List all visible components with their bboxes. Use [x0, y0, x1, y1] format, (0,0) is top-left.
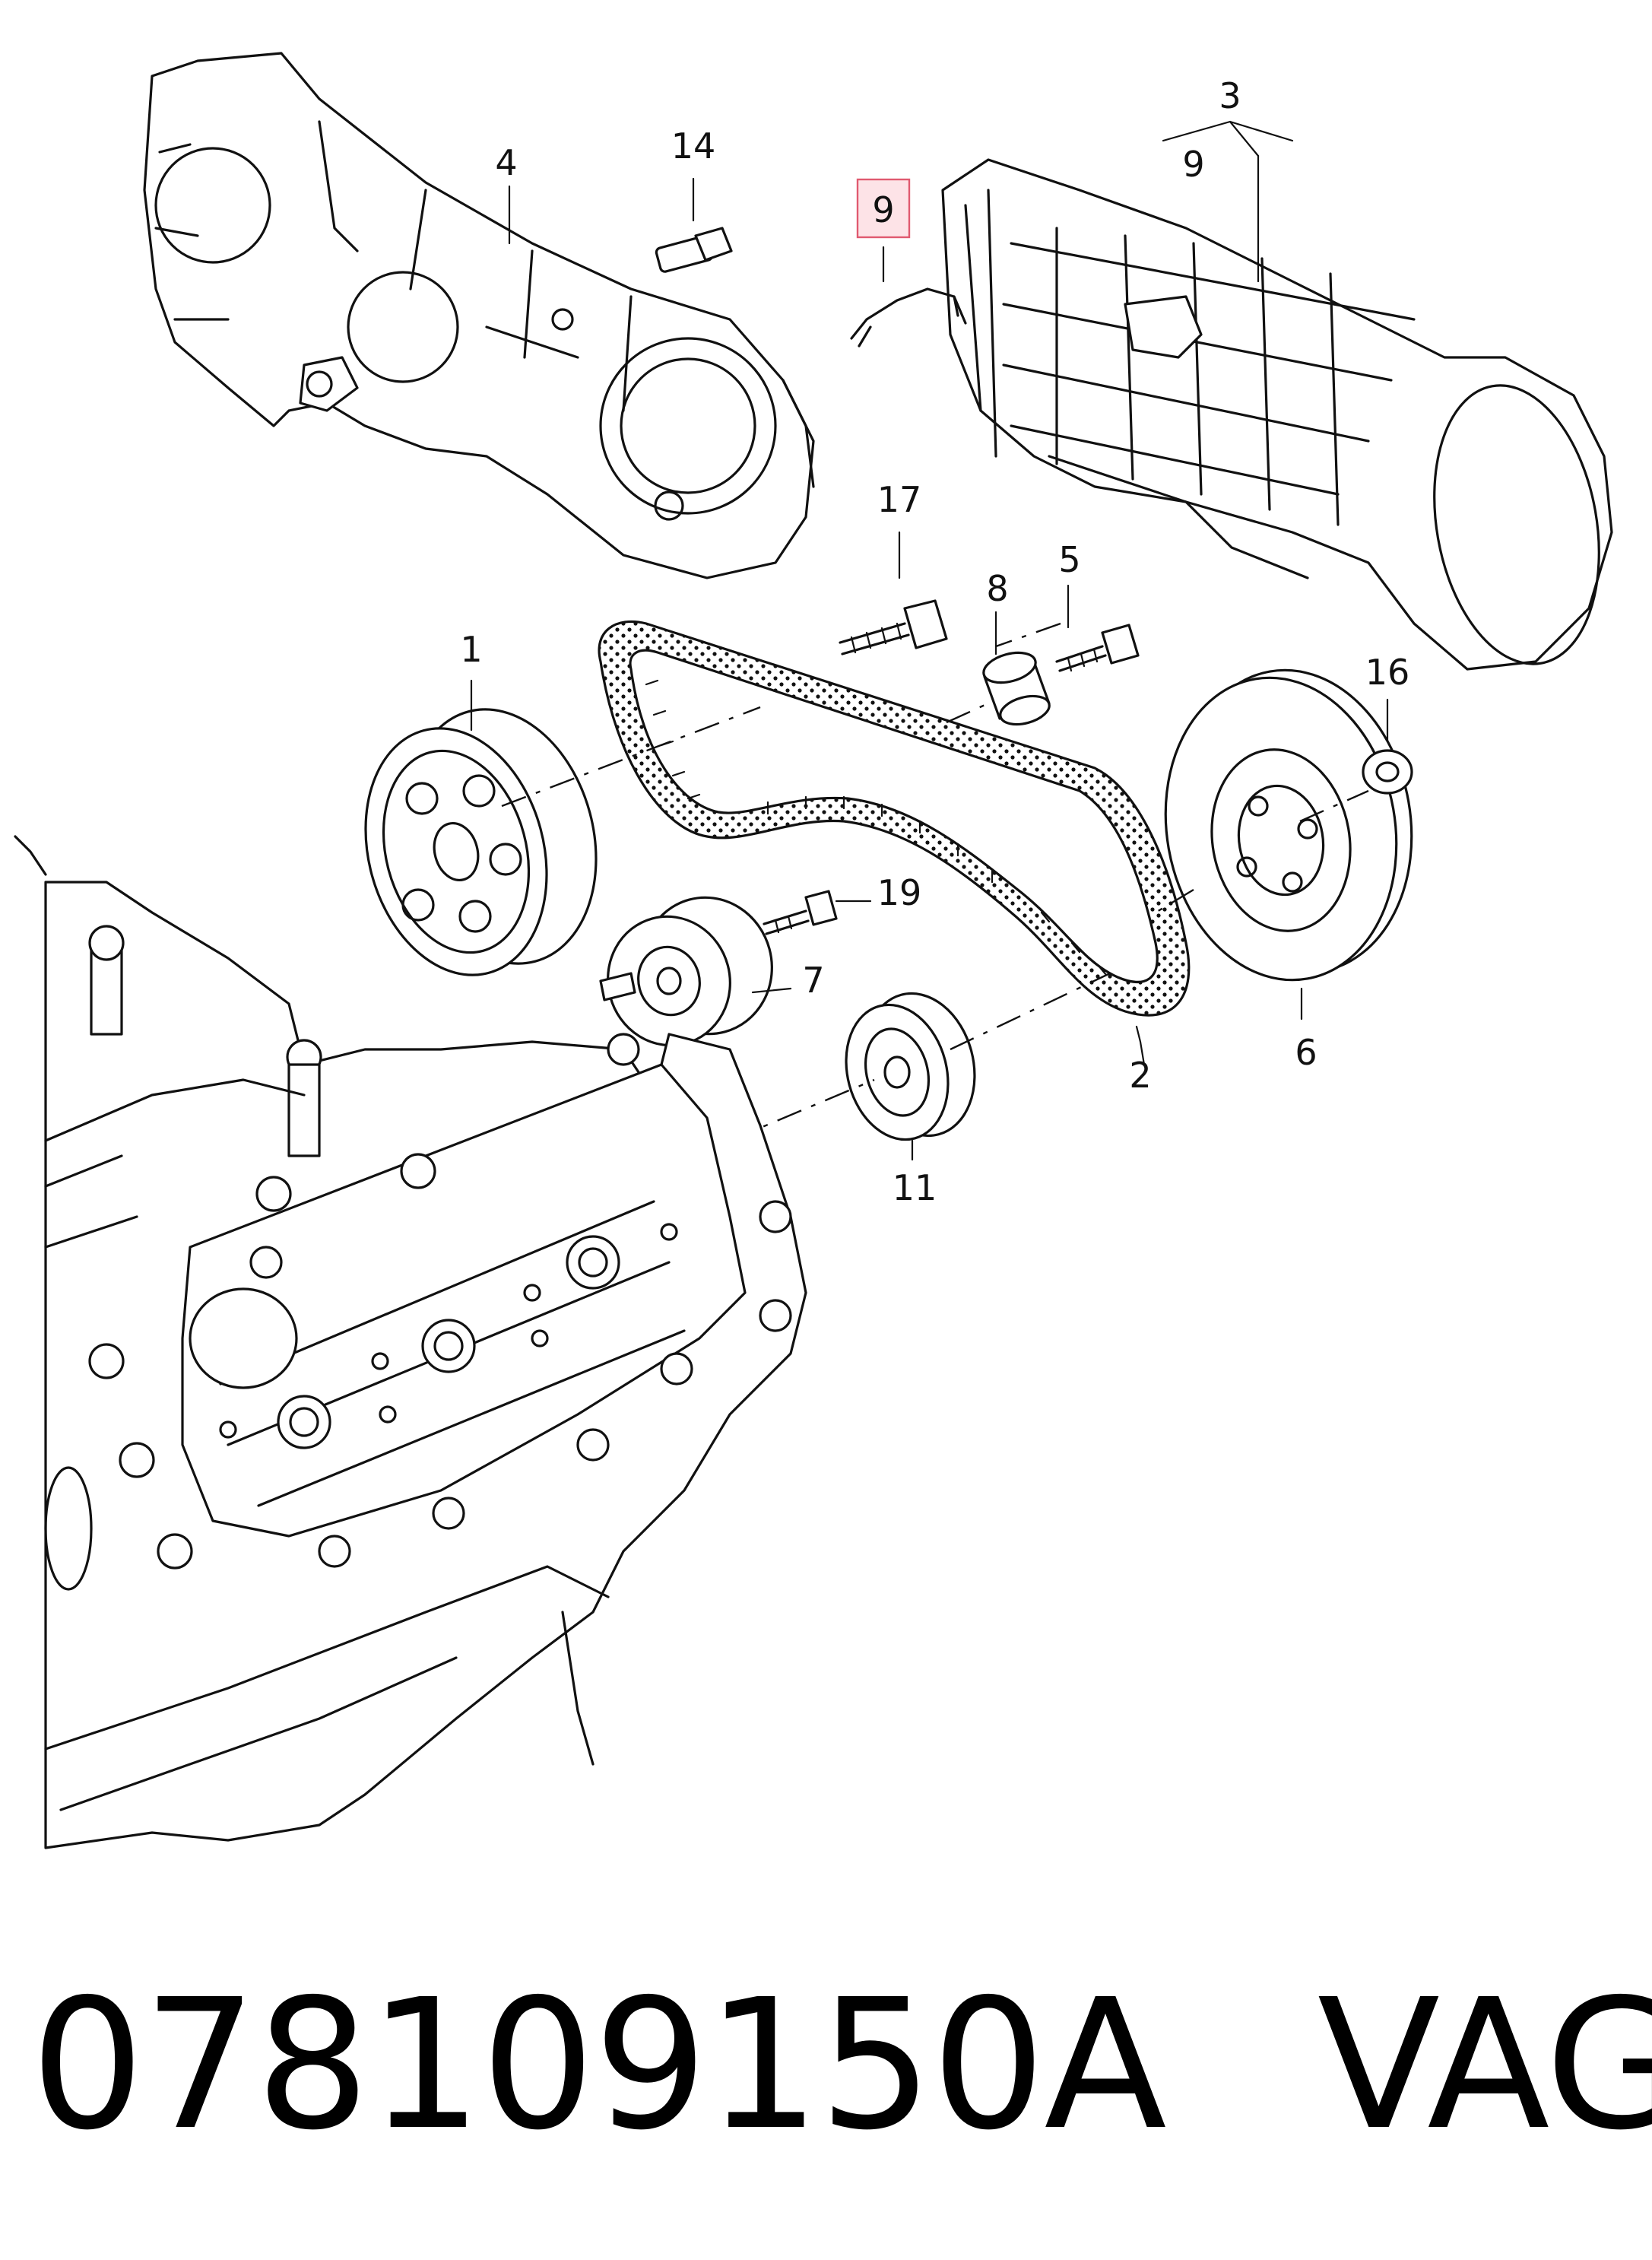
retaining-clip-9	[850, 287, 967, 348]
callout-6: 6	[1295, 1032, 1317, 1073]
callout-16: 16	[1365, 652, 1410, 693]
callout-14: 14	[671, 125, 716, 167]
bolt-19	[763, 890, 838, 935]
tensioner-roller-7	[599, 896, 773, 1047]
callout-5: 5	[1058, 539, 1080, 580]
callout-3: 3	[1219, 75, 1241, 116]
callout-19: 19	[877, 872, 922, 913]
bolt-5	[1055, 624, 1140, 672]
callout-3-sub-9: 9	[1182, 144, 1204, 185]
engine-block	[14, 835, 807, 1849]
bolt-17	[839, 599, 948, 655]
exploded-timing-belt-diagram: 1 2 3 9 4 5 6 7 8 9 11 14 16 17 19	[14, 52, 1613, 1849]
callout-4: 4	[495, 142, 517, 183]
crankshaft-pulley-6	[1164, 668, 1413, 982]
part-number: 078109150A	[30, 1960, 1167, 2170]
callout-2: 2	[1129, 1055, 1151, 1096]
assembly-center-lines	[501, 622, 1369, 1142]
camshaft-sprocket-1	[364, 708, 598, 976]
callout-11: 11	[893, 1167, 937, 1208]
bolt-14	[655, 227, 733, 273]
leader-lines	[470, 120, 1389, 1161]
front-timing-cover	[941, 158, 1613, 671]
brand-name: VAG	[1317, 1960, 1652, 2170]
highlighted-callout-box	[856, 178, 911, 239]
callout-9: 9	[872, 189, 894, 230]
crankshaft-sprocket-11	[845, 992, 976, 1141]
rear-timing-cover	[143, 52, 815, 579]
spacer-sleeve-8	[982, 651, 1051, 726]
callout-17: 17	[877, 479, 922, 520]
callout-1: 1	[460, 629, 482, 670]
callout-7: 7	[802, 960, 824, 1001]
nut-16	[1362, 749, 1413, 795]
callout-8: 8	[986, 568, 1008, 609]
